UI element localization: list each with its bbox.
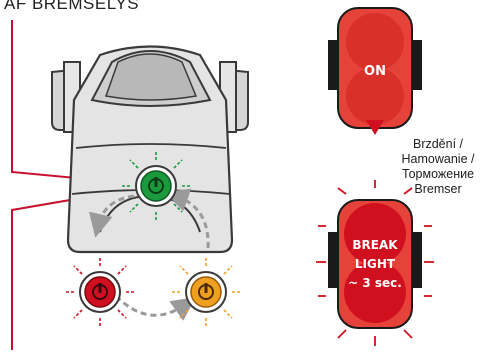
orange-mode-button[interactable] [170, 256, 242, 328]
power-icon [92, 283, 108, 300]
brake-label-line-3: ~ 3 sec. [348, 276, 402, 290]
green-mode-button[interactable] [120, 150, 192, 222]
brake-label-line-2: LIGHT [355, 257, 396, 271]
arrow-orange-to-green [164, 188, 210, 249]
power-icon [148, 177, 164, 194]
rear-light-brake [316, 180, 434, 346]
red-mode-button[interactable] [64, 256, 136, 328]
front-light-device [51, 45, 249, 254]
brake-label-line-1: BREAK [352, 238, 398, 252]
housing-dome [104, 53, 198, 101]
arrow-red-to-orange [114, 294, 196, 321]
brake-trigger-line-1: Brzdění / [412, 137, 464, 151]
transition-arrow [366, 120, 384, 135]
rear-light-on [328, 7, 422, 129]
arrow-green-to-red [89, 194, 135, 238]
power-icon [198, 283, 214, 300]
rear-light-on-label: ON [364, 64, 386, 79]
brake-trigger-line-3: Торможение [401, 167, 475, 181]
brake-trigger-line-2: Hamowanie / [401, 152, 475, 166]
brake-trigger-text: Brzdění / Hamowanie / Торможение Bremser [383, 137, 483, 197]
top-caption: AF BREMSELYS [4, 0, 140, 13]
brake-trigger-line-4: Bremser [414, 182, 462, 196]
cycle-arrows [89, 188, 210, 321]
